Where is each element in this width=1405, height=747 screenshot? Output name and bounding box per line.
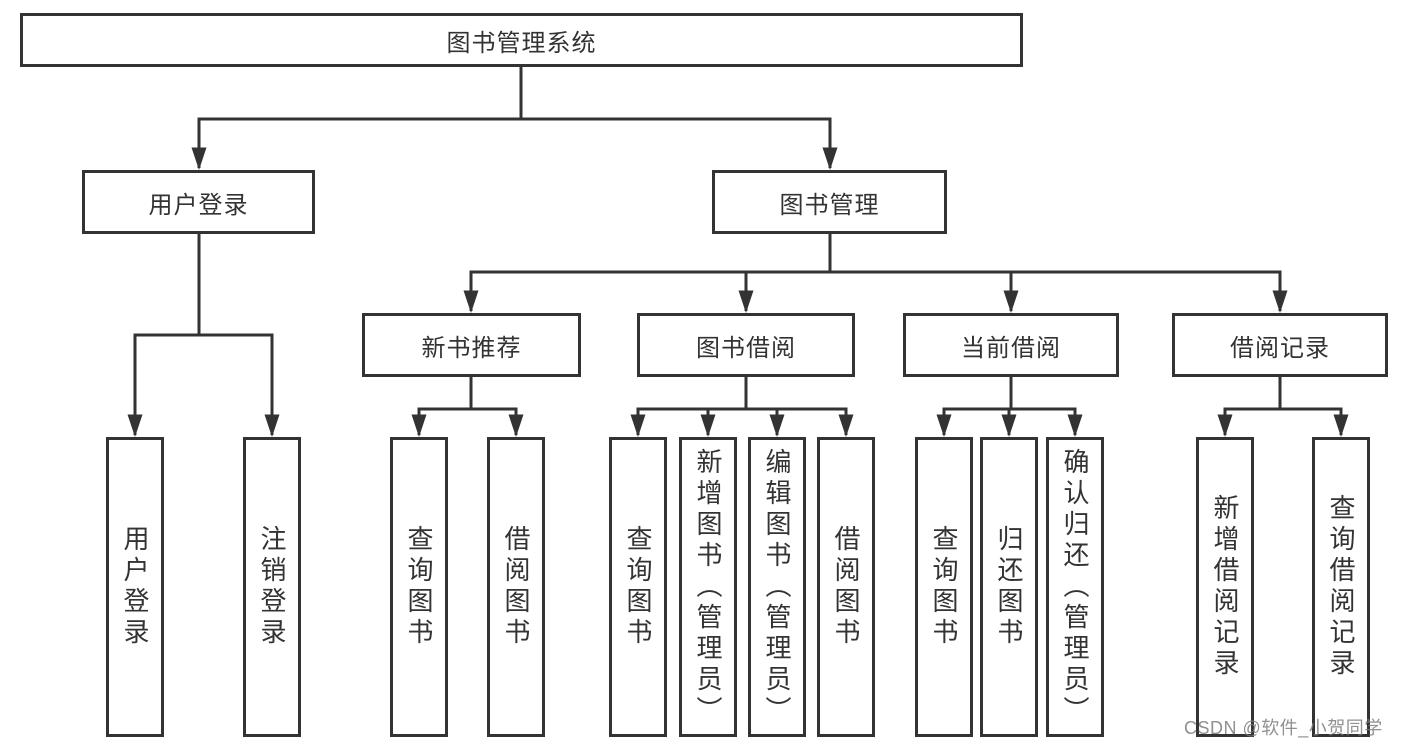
leaf-label: 新增图书（管理员） [693,447,723,727]
leaf-label: 确认归还（管理员） [1060,447,1090,727]
leaf-label: 查询图书 [929,525,959,649]
leaf-cb-confirm-return-admin: 确认归还（管理员） [1046,437,1104,737]
leaf-label: 借阅图书 [501,525,531,649]
node-label: 图书管理系统 [446,29,597,57]
leaf-label: 新增借阅记录 [1210,494,1240,680]
node-book-management: 图书管理 [712,170,947,234]
node-label: 借阅记录 [1230,334,1330,362]
leaf-label: 查询图书 [623,525,653,649]
leaf-nbr-query-books: 查询图书 [390,437,448,737]
leaf-user-login: 用户登录 [106,437,164,737]
leaf-label: 查询借阅记录 [1326,494,1356,680]
node-label: 当前借阅 [961,334,1061,362]
leaf-cb-return-books: 归还图书 [980,437,1038,737]
node-label: 新书推荐 [421,334,522,362]
leaf-bb-query-books: 查询图书 [609,437,667,737]
tree-trunk-lines [133,65,1343,411]
leaf-label: 查询图书 [404,525,434,649]
leaf-label: 注销登录 [257,525,287,649]
csdn-watermark: CSDN @软件_小贺同学 [1184,718,1383,738]
node-label: 图书借阅 [696,334,796,362]
leaf-br-query-record: 查询借阅记录 [1312,437,1370,737]
node-user-login: 用户登录 [82,170,315,234]
leaf-label: 用户登录 [120,525,150,649]
leaf-bb-add-books-admin: 新增图书（管理员） [679,437,737,737]
node-label: 用户登录 [148,191,249,219]
leaf-bb-edit-books-admin: 编辑图书（管理员） [748,437,806,737]
leaf-nbr-borrow-books: 借阅图书 [487,437,545,737]
node-borrow-records: 借阅记录 [1172,313,1388,377]
node-current-borrow: 当前借阅 [903,313,1119,377]
leaf-br-add-record: 新增借阅记录 [1196,437,1254,737]
node-new-book-recommend: 新书推荐 [362,313,581,377]
leaf-logout: 注销登录 [243,437,301,737]
leaf-bb-borrow-books: 借阅图书 [817,437,875,737]
node-book-borrow: 图书借阅 [637,313,855,377]
leaf-label: 归还图书 [994,525,1024,649]
leaf-label: 借阅图书 [831,525,861,649]
node-label: 图书管理 [779,191,880,219]
leaf-cb-query-books: 查询图书 [915,437,973,737]
node-root-system: 图书管理系统 [20,13,1023,67]
leaf-label: 编辑图书（管理员） [762,447,792,727]
